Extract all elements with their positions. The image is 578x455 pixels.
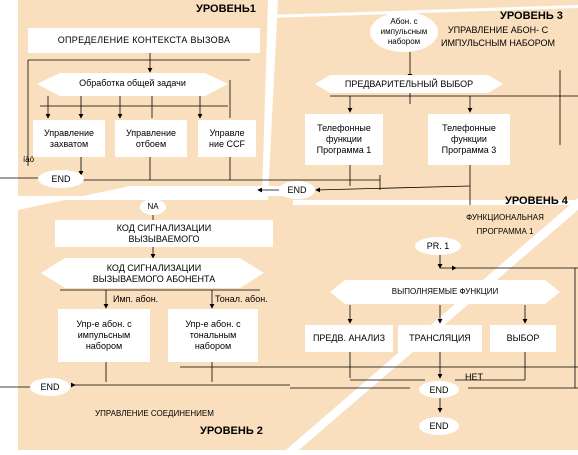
level3-title: УРОВЕНЬ 3 bbox=[500, 10, 563, 22]
level3-heading: УПРАВЛЕНИЕ АБОН- С ИМПУЛЬСНЫМ НАБОРОМ bbox=[440, 25, 556, 48]
preselect-label: ПРЕДВАРИТЕЛЬНЫЙ ВЫБОР bbox=[344, 79, 474, 89]
level2-end: END bbox=[30, 378, 70, 396]
no-label: НЕТ bbox=[465, 372, 483, 382]
side-mark: íàö bbox=[23, 155, 35, 164]
context-box: ОПРЕДЕЛЕНИЕ КОНТЕКСТА ВЫЗОВА bbox=[28, 28, 260, 53]
pulse-ctrl-box: Упр-е абон. с импульсным набором bbox=[58, 309, 150, 362]
level4-end-1: END bbox=[419, 381, 459, 398]
release-box: Управление отбоем bbox=[115, 120, 187, 157]
called-code-box: КОД СИГНАЛИЗАЦИИ ВЫЗЫВАЕМОГО bbox=[55, 220, 273, 247]
ccf-box: Управле ние CCF bbox=[198, 120, 256, 157]
level1-end: END bbox=[38, 170, 84, 188]
program1-box: Телефонные функции Программа 1 bbox=[305, 114, 383, 165]
connection-label: УПРАВЛЕНИЕ СОЕДИНЕНИЕМ bbox=[95, 409, 214, 418]
ton-label: Тонал. абон. bbox=[215, 294, 268, 304]
level3-end: END bbox=[279, 181, 315, 199]
level4-heading: ФУНКЦИОНАЛЬНАЯ ПРОГРАММА 1 bbox=[466, 213, 544, 236]
pr1-oval: PR. 1 bbox=[415, 237, 461, 255]
subscriber-code-label: КОД СИГНАЛИЗАЦИИ ВЫЗЫВАЕМОГО АБОНЕНТА bbox=[92, 263, 216, 284]
functions-label: ВЫПОЛНЯЕМЫЕ ФУНКЦИИ bbox=[391, 287, 499, 296]
na-oval: NA bbox=[140, 199, 166, 215]
choice-box: ВЫБОР bbox=[490, 325, 556, 352]
subscriber-pulse-oval: Абон. с импульсным набором bbox=[370, 12, 438, 52]
imp-label: Имп. абон. bbox=[113, 294, 159, 304]
level4-title: УРОВЕНЬ 4 bbox=[505, 195, 568, 207]
tone-ctrl-box: Упр-е абон. с тональным набором bbox=[168, 309, 258, 362]
program3-box: Телефонные функции Программа 3 bbox=[428, 114, 510, 165]
capture-box: Управление захватом bbox=[33, 120, 105, 157]
level2-title: УРОВЕНЬ 2 bbox=[200, 425, 263, 437]
common-task-label: Обработка общей задачи bbox=[79, 78, 186, 88]
level1-title: УРОВЕНЬ1 bbox=[196, 3, 256, 15]
level4-end-2: END bbox=[419, 417, 459, 435]
analysis-box: ПРЕДВ. АНАЛИЗ bbox=[305, 325, 393, 352]
translation-box: ТРАНСЛЯЦИЯ bbox=[398, 325, 482, 352]
